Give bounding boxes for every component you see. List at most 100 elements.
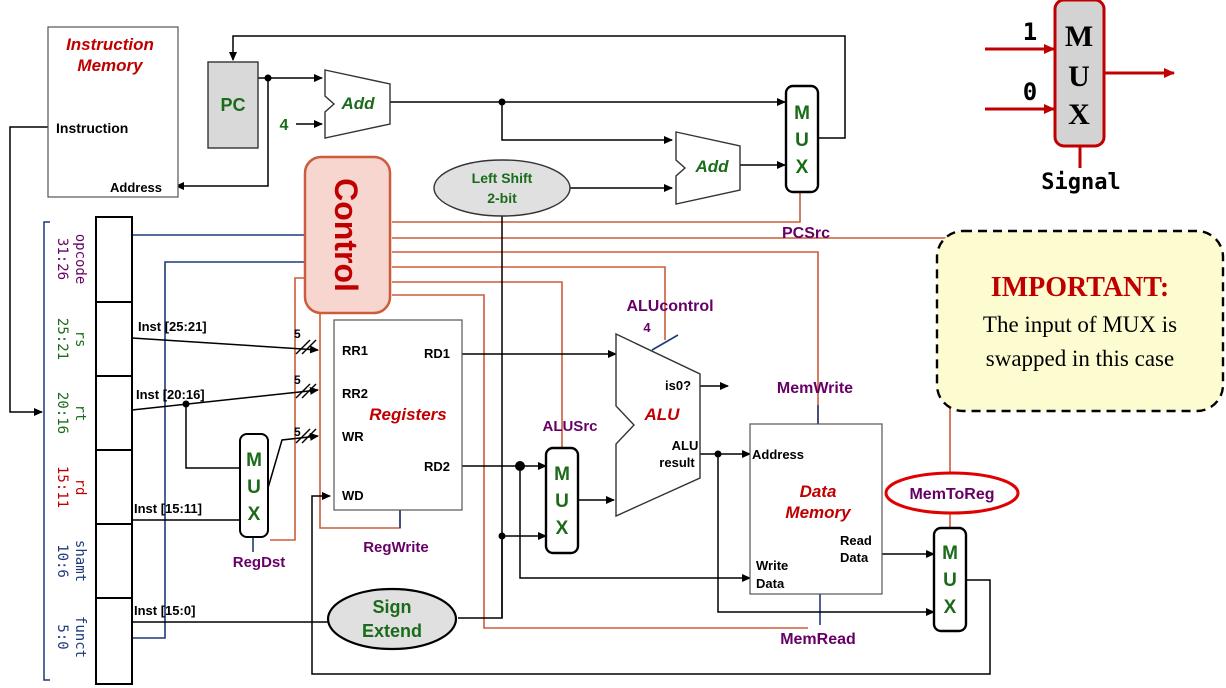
alucontrol-width: 4 bbox=[643, 320, 651, 335]
instruction-output-label: Instruction bbox=[56, 120, 128, 136]
opcode-wires bbox=[132, 234, 821, 639]
constant-four: 4 bbox=[280, 117, 289, 134]
wire-memwrite bbox=[392, 251, 819, 425]
alusrc-mux: M U X bbox=[544, 446, 580, 555]
important-note-heading: IMPORTANT: bbox=[991, 272, 1169, 303]
mux-letter: U bbox=[247, 477, 261, 498]
junction-dot bbox=[264, 74, 272, 82]
mux-letter: U bbox=[1068, 60, 1090, 93]
instruction-memory-box bbox=[47, 26, 179, 198]
wr-label: WR bbox=[342, 429, 364, 444]
control-label: Control bbox=[328, 178, 364, 292]
mux-letter: M bbox=[794, 103, 810, 124]
wire-rt-to-regdst-mux bbox=[185, 404, 240, 469]
alucontrol-label: ALUcontrol bbox=[626, 298, 713, 315]
mux-letter: U bbox=[943, 570, 957, 591]
wire-pc-feedback bbox=[229, 35, 846, 139]
field-rs-name: rs bbox=[72, 331, 88, 348]
wire-regdst bbox=[270, 277, 318, 541]
field-shamt-name: shamt bbox=[72, 540, 88, 582]
pc-adder bbox=[324, 69, 391, 139]
junction-dots bbox=[182, 74, 722, 540]
junction-dot bbox=[515, 461, 525, 471]
memtoreg-label: MemToReg bbox=[909, 486, 994, 503]
dm-read-data-label-1: Read bbox=[840, 533, 872, 548]
bus-width-rr1: 5 bbox=[294, 327, 301, 341]
pc-adder-label: Add bbox=[340, 94, 375, 113]
wire-alucontrol bbox=[392, 266, 666, 340]
junction-dot bbox=[182, 400, 190, 408]
rd1-label: RD1 bbox=[424, 346, 450, 361]
wire-regdst-to-wr bbox=[267, 432, 319, 489]
important-note-box bbox=[935, 229, 1225, 413]
legend-signal: Signal bbox=[1041, 170, 1120, 195]
field-opcode-bits: 31:26 bbox=[54, 238, 70, 280]
inst-range-20-16: Inst [20:16] bbox=[136, 387, 205, 402]
wd-label: WD bbox=[342, 488, 364, 503]
field-funct-bits: 5:0 bbox=[54, 624, 70, 649]
regdst-mux: M U X bbox=[239, 433, 269, 538]
rr2-label: RR2 bbox=[342, 386, 368, 401]
sign-extend-label-2: Extend bbox=[362, 621, 422, 641]
left-shift-unit bbox=[433, 159, 571, 217]
inst-range-15-0: Inst [15:0] bbox=[134, 603, 195, 618]
instruction-memory-title-1: Instruction bbox=[66, 35, 154, 54]
wire-memtoreg-to-wd bbox=[311, 492, 991, 675]
instruction-fields: opcode 31:26 rs 25:21 rt 20:16 rd 15:11 … bbox=[54, 234, 88, 658]
field-rd-name: rd bbox=[72, 479, 88, 496]
wire-rd2-to-write-data bbox=[519, 466, 751, 582]
alusrc-label: ALUSrc bbox=[542, 418, 597, 435]
alucontrol-bus-mark bbox=[651, 334, 679, 351]
bus-width-marks bbox=[295, 339, 317, 444]
alu-result-label-1: ALU bbox=[672, 438, 699, 453]
address-input-label: Address bbox=[110, 180, 162, 195]
field-rs-bits: 25:21 bbox=[54, 318, 70, 360]
sign-extend-label-1: Sign bbox=[373, 597, 412, 617]
pcsrc-label: PCSrc bbox=[782, 225, 830, 242]
junction-dot bbox=[498, 98, 506, 106]
regwrite-label: RegWrite bbox=[363, 539, 429, 556]
inst-range-25-21: Inst [25:21] bbox=[138, 319, 207, 334]
alu-result-label-2: result bbox=[659, 455, 695, 470]
mux-letter: M bbox=[246, 450, 262, 471]
wire-alu-to-memtoreg-mux bbox=[717, 454, 935, 616]
is0-label: is0? bbox=[665, 378, 691, 393]
register-file bbox=[333, 319, 463, 511]
wire-alusrc bbox=[392, 281, 563, 448]
junction-dot bbox=[714, 450, 722, 458]
important-note-line2: swapped in this case bbox=[986, 346, 1174, 371]
dm-write-data-label-1: Write bbox=[756, 558, 788, 573]
wire-pc-to-address bbox=[175, 78, 269, 190]
legend-mux: M U X bbox=[985, 0, 1175, 168]
rd2-label: RD2 bbox=[424, 459, 450, 474]
dm-write-data-label-2: Data bbox=[756, 576, 785, 591]
memtoreg-mux: M U X bbox=[932, 526, 968, 633]
pc-label: PC bbox=[220, 95, 245, 115]
data-memory-title-1: Data bbox=[800, 482, 837, 501]
bus-width-wr: 5 bbox=[294, 425, 301, 439]
regdst-label: RegDst bbox=[233, 554, 286, 571]
pc-register bbox=[207, 61, 259, 149]
alu-title: ALU bbox=[644, 405, 681, 424]
inst-range-15-11: Inst [15:11] bbox=[134, 501, 202, 516]
memwrite-label: MemWrite bbox=[777, 380, 853, 397]
legend-input-0: 0 bbox=[1023, 78, 1037, 106]
memtoreg-highlight bbox=[884, 471, 1020, 515]
wire-instruction-to-fields bbox=[9, 126, 50, 416]
mux-letter: X bbox=[796, 157, 809, 178]
mux-letter: M bbox=[554, 464, 570, 485]
data-memory bbox=[749, 423, 883, 595]
left-shift-label-2: 2-bit bbox=[487, 190, 517, 206]
wire-funct-to-control bbox=[132, 261, 305, 639]
junction-dot bbox=[498, 532, 506, 540]
bus-width-rr2: 5 bbox=[294, 373, 301, 387]
data-wires bbox=[9, 35, 991, 675]
important-note-line1: The input of MUX is bbox=[983, 312, 1177, 337]
mux-letter: U bbox=[555, 491, 569, 512]
rr1-label: RR1 bbox=[342, 343, 368, 358]
wire-pcsrc bbox=[392, 192, 801, 223]
memread-label: MemRead bbox=[780, 631, 856, 648]
wire-rs-to-rr1 bbox=[131, 337, 319, 354]
field-bracket bbox=[43, 221, 50, 681]
